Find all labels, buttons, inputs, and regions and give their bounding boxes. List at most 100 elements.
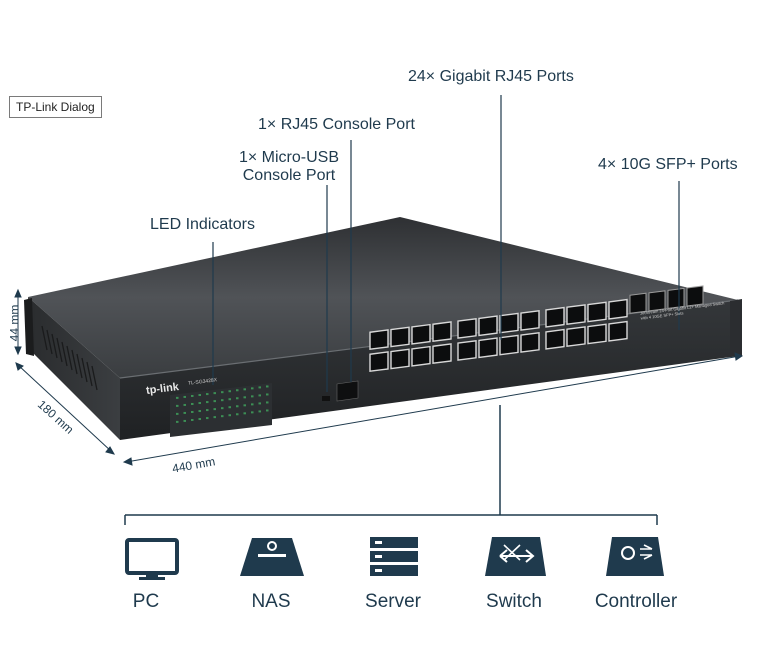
rj45-port <box>432 343 452 365</box>
led-panel <box>170 383 272 437</box>
led-dot <box>266 385 269 388</box>
led-dot <box>198 418 201 421</box>
micro-usb-port <box>322 396 330 401</box>
rj45-port <box>411 323 431 345</box>
rj45-port <box>520 331 540 353</box>
callout-leaders <box>212 95 680 392</box>
server-icon <box>370 537 418 576</box>
led-dot <box>258 386 261 389</box>
led-dot <box>251 403 254 406</box>
rj45-port <box>608 298 628 320</box>
callout-led-indicators: LED Indicators <box>150 216 255 233</box>
sfp-port <box>629 292 647 314</box>
led-dot <box>213 408 216 411</box>
device-label-controller: Controller <box>594 591 678 612</box>
led-dot <box>266 409 269 412</box>
led-dot <box>236 389 239 392</box>
led-dot <box>258 394 261 397</box>
led-dot <box>236 405 239 408</box>
led-dot <box>191 394 194 397</box>
chassis-side <box>28 297 120 440</box>
callout-micro-usb: 1× Micro-USB Console Port <box>238 149 340 184</box>
led-dot <box>198 394 201 397</box>
led-dot <box>228 406 231 409</box>
rj45-port <box>545 306 565 328</box>
led-dot <box>176 412 179 415</box>
sfp-port <box>686 285 704 307</box>
led-dot <box>213 416 216 419</box>
callout-console-port: 1× RJ45 Console Port <box>258 116 415 133</box>
led-dot <box>251 395 254 398</box>
rj45-port <box>390 348 410 370</box>
led-dot <box>176 396 179 399</box>
chassis-top <box>28 217 738 378</box>
network-tree <box>124 405 658 525</box>
rj45-port <box>369 329 389 351</box>
callout-sfp-ports: 4× 10G SFP+ Ports <box>598 156 738 173</box>
side-vents <box>41 325 98 391</box>
rj45-port <box>566 304 586 326</box>
controller-icon <box>606 537 664 576</box>
led-dot <box>213 400 216 403</box>
led-dot <box>251 411 254 414</box>
led-dot <box>221 415 224 418</box>
rj45-port <box>608 320 628 342</box>
device-label-switch: Switch <box>486 591 542 612</box>
rj45-port <box>587 323 607 345</box>
rj45-port <box>411 345 431 367</box>
led-dot <box>243 404 246 407</box>
led-indicators <box>176 385 269 423</box>
led-dot <box>228 398 231 401</box>
led-dot <box>236 397 239 400</box>
led-dot <box>206 401 209 404</box>
led-dot <box>183 403 186 406</box>
led-dot <box>206 409 209 412</box>
console-rj45-port <box>336 380 359 402</box>
led-dot <box>243 388 246 391</box>
led-dot <box>221 407 224 410</box>
led-dot <box>198 402 201 405</box>
rj45-port <box>369 351 389 373</box>
led-dot <box>206 393 209 396</box>
device-label-server: Server <box>365 591 421 612</box>
led-dot <box>243 396 246 399</box>
led-dot <box>191 418 194 421</box>
dimension-lines <box>14 288 744 466</box>
device-label-pc: PC <box>132 591 160 612</box>
led-dot <box>206 417 209 420</box>
dimension-height: 44 mm <box>7 304 22 342</box>
led-dot <box>221 391 224 394</box>
dialog-tab[interactable]: TP-Link Dialog <box>9 96 102 118</box>
rj45-port <box>457 317 477 339</box>
led-dot <box>236 413 239 416</box>
led-dot <box>221 399 224 402</box>
rj45-port <box>545 328 565 350</box>
rj45-port <box>520 309 540 331</box>
led-dot <box>258 402 261 405</box>
pc-icon <box>125 538 179 580</box>
led-dot <box>176 404 179 407</box>
led-dot <box>243 412 246 415</box>
rj45-port <box>566 326 586 348</box>
nas-icon <box>240 538 304 576</box>
callout-rj45-ports: 24× Gigabit RJ45 Ports <box>408 68 574 85</box>
rj45-port <box>390 326 410 348</box>
rj45-port <box>457 339 477 361</box>
led-dot <box>228 414 231 417</box>
led-dot <box>191 410 194 413</box>
led-dot <box>228 390 231 393</box>
led-dot <box>213 392 216 395</box>
led-dot <box>266 393 269 396</box>
rj45-port <box>478 337 498 359</box>
switch-icon <box>485 537 546 576</box>
rj45-port <box>587 301 607 323</box>
rj45-port <box>499 334 519 356</box>
led-dot <box>183 419 186 422</box>
led-dot <box>183 395 186 398</box>
led-dot <box>198 410 201 413</box>
sfp-port <box>648 290 666 312</box>
rj45-port <box>432 321 452 343</box>
led-dot <box>176 420 179 423</box>
led-dot <box>258 410 261 413</box>
